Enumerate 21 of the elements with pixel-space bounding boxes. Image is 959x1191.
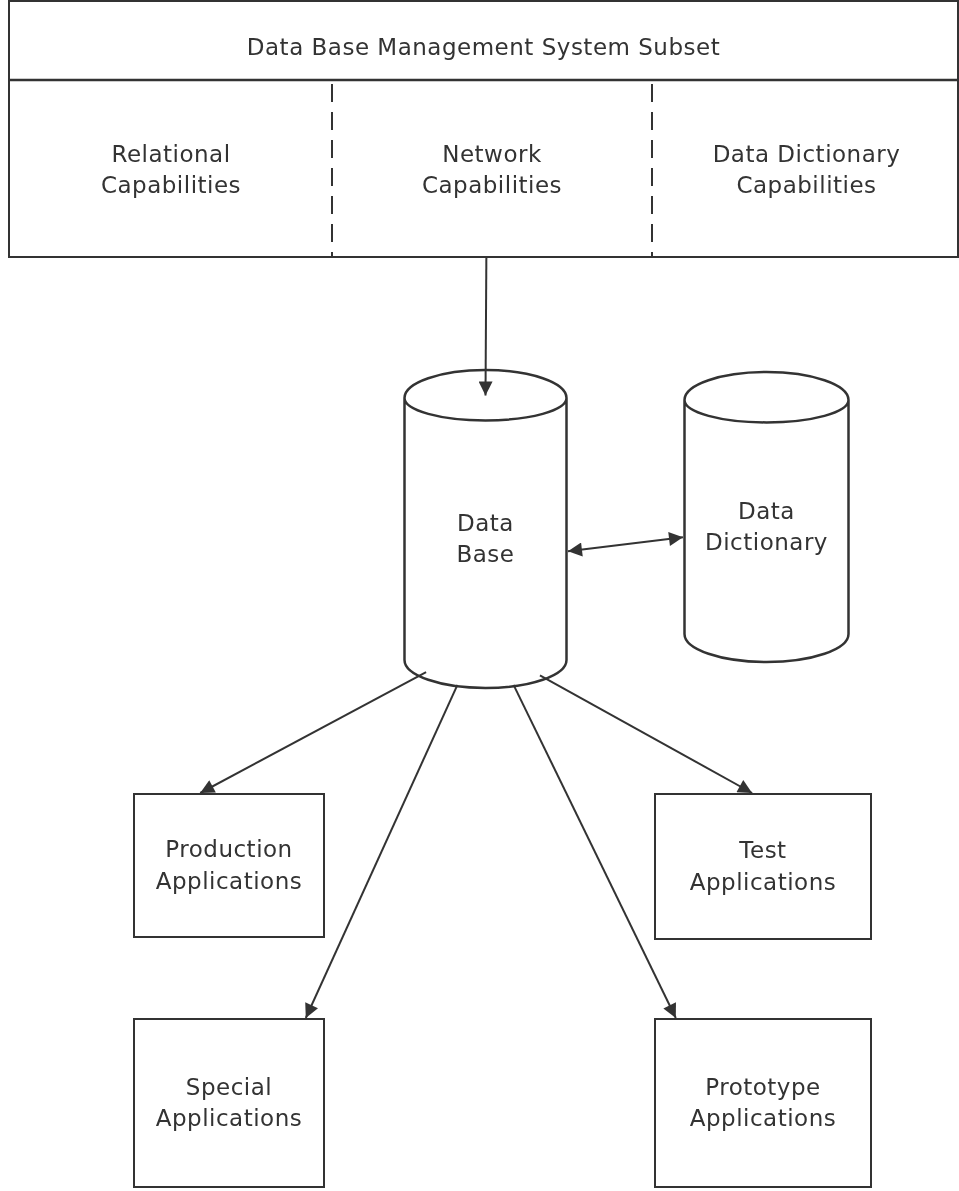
arrow [478,257,493,397]
node-label: Test Applications [688,836,838,897]
node-label: Production Applications [154,835,304,896]
column-label: Data Dictionary Capabilities [711,139,902,200]
process-box [654,1018,872,1188]
arrow [567,532,684,557]
arrow [199,671,428,794]
node-label: Special Applications [154,1072,304,1133]
system-box [8,0,959,258]
column-label: Relational Capabilities [99,139,243,200]
node-label: Data Dictionary [704,496,829,557]
process-box [133,1018,325,1188]
arrow [304,683,459,1019]
box-title: Data Base Management System Subset [246,33,721,62]
process-box [654,793,872,940]
node-label: Data Base [455,508,516,569]
process-box [133,793,325,938]
column-label: Network Capabilities [420,139,564,200]
arrow [512,683,677,1019]
node-label: Prototype Applications [688,1072,838,1133]
arrow [538,674,754,794]
